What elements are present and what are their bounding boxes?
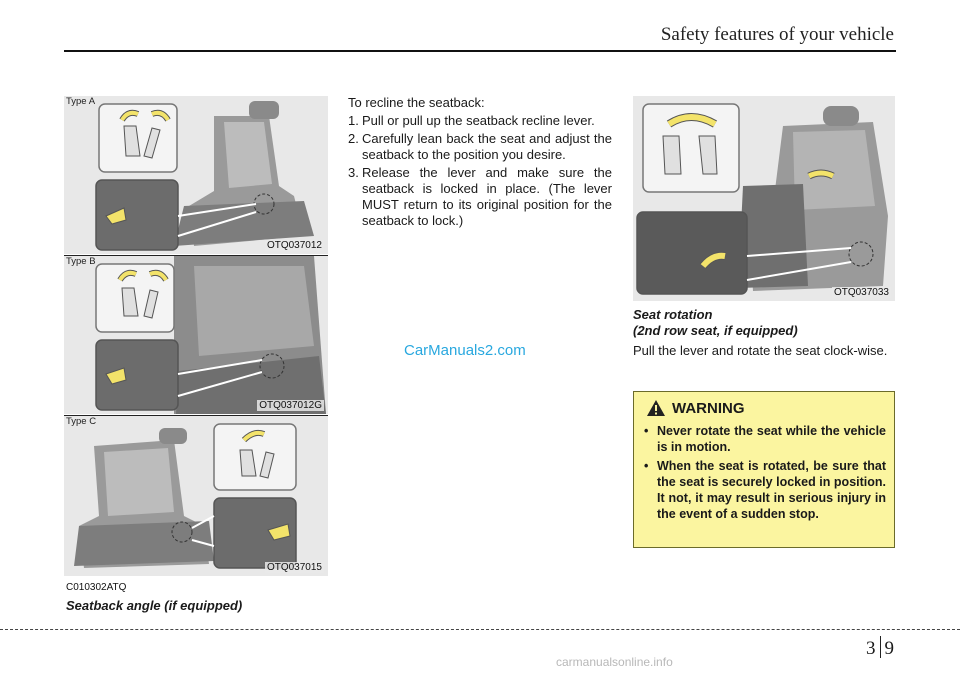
list-item: 2.Carefully lean back the seat and adjus… [348,131,612,163]
warning-text: Never rotate the seat while the vehicle … [657,424,886,454]
figure-code-a: OTQ037012 [264,240,324,251]
figure-type-a: Type A OTQ037012 [64,96,328,254]
header-rule [64,50,896,52]
page-header-title: Safety features of your vehicle [660,24,894,45]
bullet-icon: • [644,424,649,438]
footer-rule [0,629,960,630]
list-item: • When the seat is rotated, be sure that … [644,458,886,522]
type-label-a: Type A [66,96,96,107]
warning-header: WARNING [634,392,894,417]
figure-separator [64,415,328,416]
figure-code-b: OTQ037012G [257,400,324,411]
caption-code: C010302ATQ [66,582,127,593]
step-text: Carefully lean back the seat and adjust … [362,131,612,162]
figure-type-b: Type B OTQ037012G [64,256,328,414]
bullet-icon: • [644,459,649,473]
type-label-c: Type C [66,416,97,427]
seat-illustration-c [64,416,328,576]
step-text: Pull or pull up the seatback recline lev… [362,113,595,128]
seat-illustration-rotation [633,96,895,301]
rotation-title: Seat rotation [633,307,713,322]
step-number: 1. [348,113,359,128]
watermark-link[interactable]: CarManuals2.com [404,342,526,359]
figure-separator [64,255,328,256]
rotation-heading: Seat rotation (2nd row seat, if equipped… [633,307,895,339]
recline-instructions: To recline the seatback: 1.Pull or pull … [348,95,612,231]
warning-triangle-icon [647,400,665,416]
list-item: • Never rotate the seat while the vehicle… [644,423,886,455]
warning-title: WARNING [672,399,745,417]
type-label-b: Type B [66,256,96,267]
list-item: 3.Release the lever and make sure the se… [348,165,612,229]
figure-code-rotation: OTQ037033 [831,287,891,298]
seat-illustration-b [64,256,328,414]
step-text: Release the lever and make sure the seat… [362,165,612,228]
figure-code-c: OTQ037015 [264,562,324,573]
warning-list: • Never rotate the seat while the vehicle… [634,423,894,522]
step-number: 3. [348,165,359,180]
page-number-value: 9 [884,638,895,659]
step-number: 2. [348,131,359,146]
list-item: 1.Pull or pull up the seatback recline l… [348,113,612,129]
page-number-separator [879,636,881,658]
warning-box: WARNING • Never rotate the seat while the… [633,391,895,548]
recline-intro: To recline the seatback: [348,95,485,110]
caption-title: Seatback angle (if equipped) [66,598,243,613]
rotation-subtitle: (2nd row seat, if equipped) [633,323,798,338]
warning-text: When the seat is rotated, be sure that t… [657,459,886,521]
footer-url[interactable]: carmanualsonline.info [556,655,673,669]
figure-rotation: OTQ037033 [633,96,895,301]
rotation-body: Pull the lever and rotate the seat clock… [633,343,888,358]
chapter-number: 3 [866,638,876,659]
figure-type-c: Type C OTQ037015 [64,416,328,576]
seat-illustration-a [64,96,328,254]
recline-steps: 1.Pull or pull up the seatback recline l… [348,113,612,229]
